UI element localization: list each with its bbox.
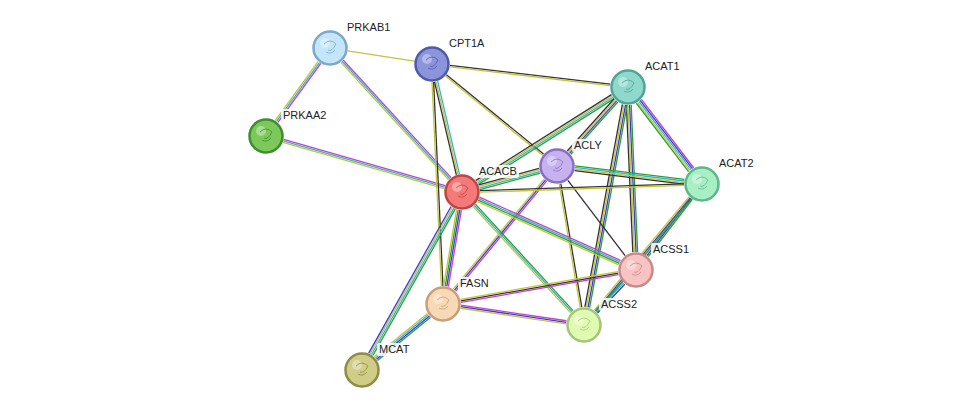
evidence-strand [575, 169, 684, 183]
evidence-strand [640, 100, 692, 168]
interaction-edge [477, 197, 620, 265]
evidence-strand [641, 99, 693, 167]
node-label: MCAT [377, 343, 411, 356]
protein-node: MCAT [344, 352, 380, 388]
interaction-edge [480, 184, 684, 192]
evidence-strand [283, 142, 444, 188]
protein-node: ACSS2 [566, 307, 602, 343]
node-label: ACLY [572, 139, 604, 152]
node-circle [566, 307, 602, 343]
protein-node: FASN [425, 286, 461, 322]
node-circle [248, 118, 284, 154]
node-circle [414, 46, 450, 82]
protein-node: ACLY [539, 148, 575, 184]
evidence-strand [369, 207, 451, 354]
evidence-strand [480, 184, 684, 191]
evidence-strand [570, 101, 617, 153]
evidence-strand [434, 82, 443, 286]
interaction-edge [435, 81, 460, 175]
evidence-strand [480, 185, 684, 192]
evidence-strand [438, 81, 460, 174]
evidence-strand [596, 198, 691, 311]
interaction-edge [594, 197, 691, 312]
node-label: ACAT1 [643, 60, 682, 73]
interaction-edge [636, 99, 693, 171]
evidence-strand [575, 167, 684, 181]
node-circle [610, 69, 646, 105]
evidence-strand [446, 75, 543, 154]
evidence-strand [567, 99, 614, 151]
evidence-strand [597, 199, 692, 312]
evidence-strand [445, 76, 542, 155]
evidence-strand [374, 314, 427, 357]
protein-node: CPT1A [414, 46, 450, 82]
interaction-edge [348, 51, 414, 61]
evidence-strand [284, 139, 445, 185]
evidence-strand [348, 51, 414, 61]
interaction-edge [461, 305, 567, 324]
evidence-strand [283, 141, 444, 187]
node-circle [344, 352, 380, 388]
node-label: CPT1A [447, 37, 486, 50]
node-circle [425, 286, 461, 322]
evidence-strand [450, 65, 610, 84]
node-label: ACSS1 [651, 243, 691, 256]
protein-node: ACAT2 [684, 166, 720, 202]
interaction-edge [283, 139, 445, 188]
interaction-edge [374, 314, 430, 361]
evidence-strand [373, 209, 455, 356]
node-label: PRKAA2 [281, 109, 328, 122]
evidence-strand [375, 315, 428, 358]
evidence-strand [626, 105, 632, 252]
evidence-strand [473, 206, 571, 312]
evidence-strand [568, 100, 615, 152]
evidence-strand [571, 102, 618, 154]
node-label: ACAT2 [717, 157, 756, 170]
evidence-strand [461, 307, 566, 323]
evidence-strand [376, 316, 429, 359]
evidence-strand [370, 207, 452, 354]
protein-node: PRKAB1 [312, 30, 348, 66]
evidence-strand [638, 102, 690, 170]
evidence-strand [639, 101, 691, 169]
evidence-strand [461, 305, 566, 321]
evidence-strand [477, 96, 613, 182]
interaction-edge [445, 75, 543, 155]
interaction-edge [567, 99, 618, 154]
node-label: FASN [458, 277, 491, 290]
evidence-strand [450, 67, 610, 86]
evidence-strand [575, 171, 684, 185]
evidence-strand [432, 82, 441, 286]
node-label: ACSS2 [599, 298, 639, 311]
node-label: ACACB [477, 165, 519, 178]
protein-node: PRKAA2 [248, 118, 284, 154]
node-circle [618, 252, 654, 288]
evidence-strand [461, 308, 566, 324]
node-label: PRKAB1 [345, 21, 392, 34]
node-circle [684, 166, 720, 202]
interaction-edge [432, 82, 443, 286]
evidence-strand [477, 202, 618, 265]
node-circle [312, 30, 348, 66]
protein-node: ACACB [444, 174, 480, 210]
protein-node: ACSS1 [618, 252, 654, 288]
evidence-strand [479, 197, 620, 260]
node-circle [539, 148, 575, 184]
node-circle [444, 174, 480, 210]
interaction-edge [575, 166, 685, 184]
protein-node: ACAT1 [610, 69, 646, 105]
evidence-strand [636, 103, 688, 171]
evidence-strand [648, 199, 692, 256]
evidence-strand [436, 82, 458, 175]
interaction-edge [450, 65, 610, 85]
evidence-strand [377, 317, 430, 360]
evidence-strand [372, 208, 454, 355]
